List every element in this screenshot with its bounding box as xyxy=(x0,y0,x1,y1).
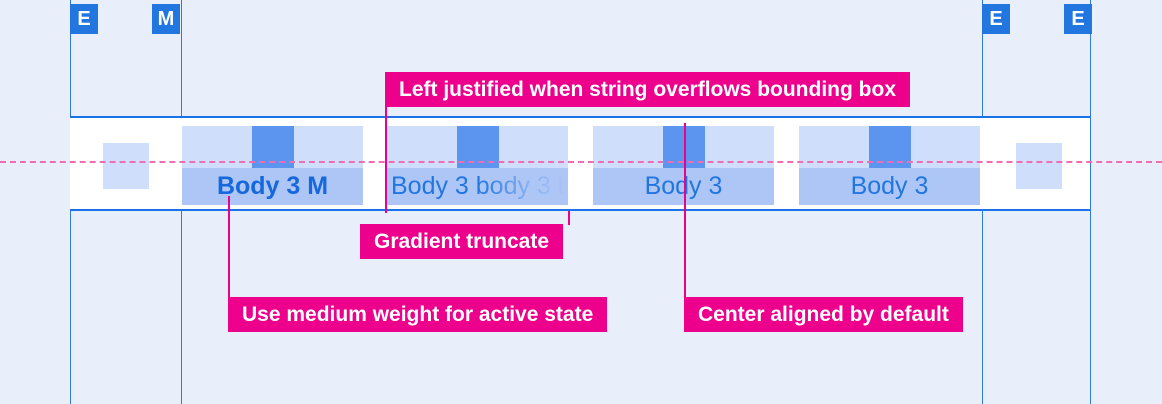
tab-item-4[interactable]: Body 3 xyxy=(799,126,980,205)
tab-label-1: Body 3 M xyxy=(216,172,329,200)
edge-marker-e-right1: E xyxy=(982,4,1010,34)
tab-text-band: Body 3 xyxy=(799,168,980,205)
tab-label-4: Body 3 xyxy=(850,172,929,200)
left-peek-cell[interactable] xyxy=(103,143,149,189)
edge-marker-e-right2: E xyxy=(1064,4,1092,34)
callout-center-aligned: Center aligned by default xyxy=(684,297,963,332)
tab-label-3: Body 3 xyxy=(644,172,723,200)
callout-medium-weight: Use medium weight for active state xyxy=(228,297,608,332)
callout-gradient-truncate: Gradient truncate xyxy=(360,224,564,259)
tab-bar: Body 3 M Body 3 body 3 body 3 Body 3 xyxy=(70,116,1090,211)
callout-leader-medium-weight xyxy=(228,196,230,297)
tab-text-band: Body 3 M xyxy=(182,168,363,205)
callout-overflow: Left justified when string overflows bou… xyxy=(385,72,910,107)
tab-text-band: Body 3 xyxy=(593,168,774,205)
right-peek-cell[interactable] xyxy=(1016,143,1062,189)
callout-leader-center-aligned xyxy=(684,123,686,297)
tab-item-1[interactable]: Body 3 M xyxy=(182,126,363,205)
edge-marker-m: M xyxy=(152,4,180,34)
callout-leader-gradient xyxy=(568,211,570,225)
edge-marker-e-left: E xyxy=(70,4,98,34)
vertical-center-guide xyxy=(0,161,1162,163)
tab-label-2: Body 3 body 3 body 3 xyxy=(391,172,568,200)
layout-guide-4 xyxy=(1090,0,1091,404)
callout-leader-overflow xyxy=(385,107,387,213)
tab-text-band: Body 3 body 3 body 3 xyxy=(387,168,568,205)
tab-item-2[interactable]: Body 3 body 3 body 3 xyxy=(387,126,568,205)
